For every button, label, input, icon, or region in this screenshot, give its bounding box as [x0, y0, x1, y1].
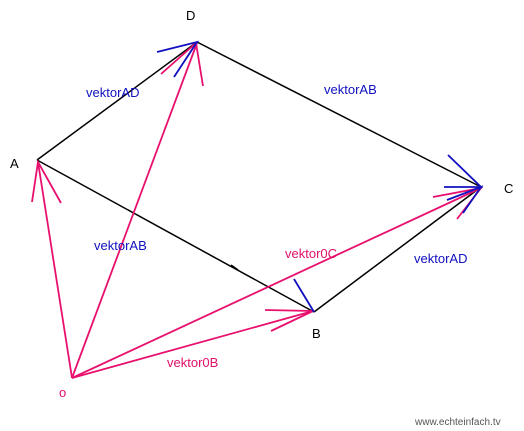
point-label-c: C	[504, 181, 513, 196]
label-vektor-ab-left: vektorAB	[94, 238, 147, 253]
vector-o-d	[71, 42, 198, 379]
label-vektor-0c: vektor0C	[285, 246, 337, 261]
edge-a-b-midtick	[230, 264, 239, 271]
point-label-b: B	[312, 326, 321, 341]
watermark: www.echteinfach.tv	[414, 417, 501, 428]
edge-b-c	[313, 186, 482, 313]
vector-o-a	[37, 161, 73, 379]
point-label-o: o	[59, 385, 66, 400]
arrowhead-b-blue	[293, 278, 315, 313]
edge-a-b	[36, 159, 315, 313]
parallelogram-edges	[36, 41, 482, 313]
label-vektor-0b: vektor0B	[167, 355, 218, 370]
point-label-a: A	[10, 156, 19, 171]
arrowhead-c-blue-bottom	[446, 185, 484, 214]
arrowhead-d-blue	[156, 40, 200, 78]
position-vectors	[31, 41, 484, 379]
label-vektor-ab-top: vektorAB	[324, 82, 377, 97]
edge-d-c	[196, 41, 482, 188]
label-vektor-ad-right: vektorAD	[414, 251, 467, 266]
edge-a-d	[36, 41, 198, 161]
blue-arrowheads	[156, 40, 484, 313]
vector-o-b	[71, 310, 314, 379]
point-label-d: D	[186, 8, 195, 23]
label-vektor-ad-left: vektorAD	[86, 85, 139, 100]
arrowhead-a-pink	[31, 159, 62, 204]
vector-o-c	[71, 187, 482, 379]
